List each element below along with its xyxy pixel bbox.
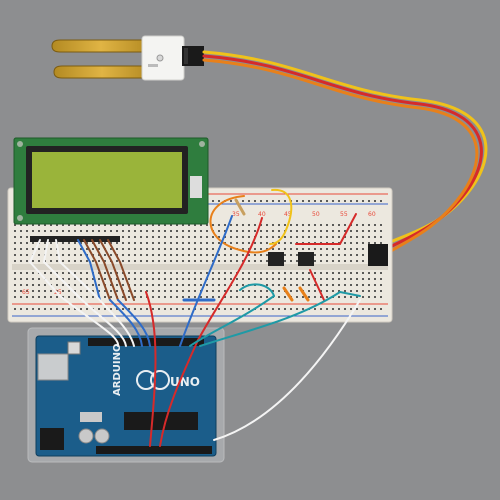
bb-col-40: 40	[258, 211, 266, 218]
lcd-screen	[32, 152, 182, 208]
arduino-wires	[59, 215, 361, 447]
sensor-cable	[202, 50, 488, 262]
resistors	[234, 198, 310, 302]
bb-row-65: 65	[22, 289, 30, 296]
lcd-wires	[28, 239, 135, 301]
transistors	[268, 252, 314, 266]
microcontroller-chip	[124, 412, 198, 430]
lcd-module	[13, 137, 209, 242]
bb-col-60: 60	[368, 211, 376, 218]
arduino-model-label: UNO	[170, 375, 200, 389]
arduino-brand-label: ARDUINO	[112, 344, 123, 396]
bb-col-55: 55	[340, 211, 348, 218]
soil-moisture-sensor	[51, 35, 204, 81]
bb-col-45: 45	[284, 211, 292, 218]
bb-col-35: 35	[232, 211, 240, 218]
breadboard-jumpers	[182, 188, 361, 302]
bb-col-50: 50	[312, 211, 320, 218]
header-connector	[368, 244, 388, 266]
arduino-uno: ARDUINO UNO	[27, 327, 225, 463]
